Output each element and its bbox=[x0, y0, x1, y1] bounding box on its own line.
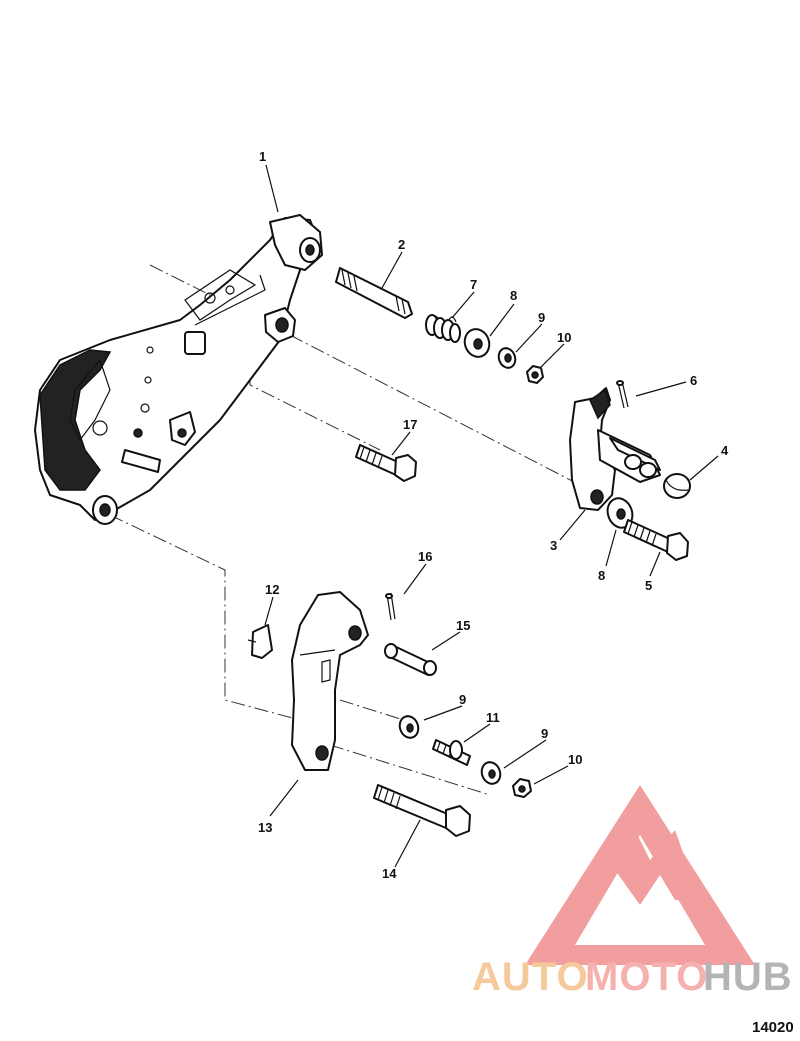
nut-part-10-lower bbox=[512, 778, 532, 798]
callout-3: 3 bbox=[550, 538, 557, 553]
watermark-inner-mark bbox=[600, 820, 700, 905]
lever-part-3 bbox=[569, 387, 661, 511]
bolt-part-14 bbox=[373, 784, 471, 837]
cap-part-4 bbox=[663, 473, 691, 499]
washer-part-9-middle bbox=[398, 715, 420, 739]
callout-4: 4 bbox=[721, 443, 729, 458]
pin-part-15 bbox=[384, 643, 437, 676]
callout-1: 1 bbox=[259, 149, 266, 164]
callout-9-lower: 9 bbox=[541, 726, 548, 741]
stud-part-11 bbox=[432, 739, 471, 766]
stud-part-2 bbox=[335, 267, 413, 319]
nut-part-10-upper bbox=[526, 365, 544, 384]
callout-10-lower: 10 bbox=[568, 752, 582, 767]
watermark-text-auto: AUTO bbox=[472, 955, 589, 999]
washer-part-8-upper bbox=[463, 328, 491, 358]
callout-11: 11 bbox=[486, 710, 500, 725]
clip-part-12 bbox=[247, 624, 273, 659]
callout-9-upper: 9 bbox=[538, 310, 545, 325]
figure-id: 14020 bbox=[752, 1019, 794, 1036]
washer-part-9-upper bbox=[497, 347, 517, 369]
bolt-part-5 bbox=[623, 519, 689, 561]
callout-13: 13 bbox=[258, 820, 272, 835]
callout-6: 6 bbox=[690, 373, 697, 388]
leader-lines bbox=[264, 164, 719, 868]
washer-part-8-lower bbox=[606, 497, 634, 529]
callout-17: 17 bbox=[403, 417, 417, 432]
watermark-text-hub: HUB bbox=[703, 955, 793, 999]
callout-8-lower: 8 bbox=[598, 568, 605, 583]
automotohub-watermark: AUTO MOTO HUB bbox=[472, 785, 793, 999]
washer-part-9-lower bbox=[480, 761, 502, 785]
screw-part-17 bbox=[355, 444, 417, 482]
callout-16: 16 bbox=[418, 549, 432, 564]
callout-7: 7 bbox=[470, 277, 477, 292]
watermark-triangle-logo bbox=[525, 785, 755, 965]
callout-14: 14 bbox=[382, 866, 397, 881]
spring-part-7 bbox=[425, 314, 461, 343]
callout-5: 5 bbox=[645, 578, 652, 593]
cotter-pin-part-6 bbox=[616, 380, 629, 409]
callout-10-upper: 10 bbox=[557, 330, 571, 345]
callout-2: 2 bbox=[398, 237, 405, 252]
callout-9-middle: 9 bbox=[459, 692, 466, 707]
main-bracket-part-1 bbox=[34, 214, 323, 525]
watermark-text-moto: MOTO bbox=[585, 955, 708, 999]
callout-8-upper: 8 bbox=[510, 288, 517, 303]
callout-15: 15 bbox=[456, 618, 470, 633]
cotter-pin-part-16 bbox=[385, 592, 396, 621]
callout-labels: 1 2 3 4 5 6 7 8 8 9 9 9 10 10 11 12 13 1… bbox=[258, 149, 729, 881]
callout-12: 12 bbox=[265, 582, 279, 597]
arm-part-13 bbox=[291, 591, 369, 771]
